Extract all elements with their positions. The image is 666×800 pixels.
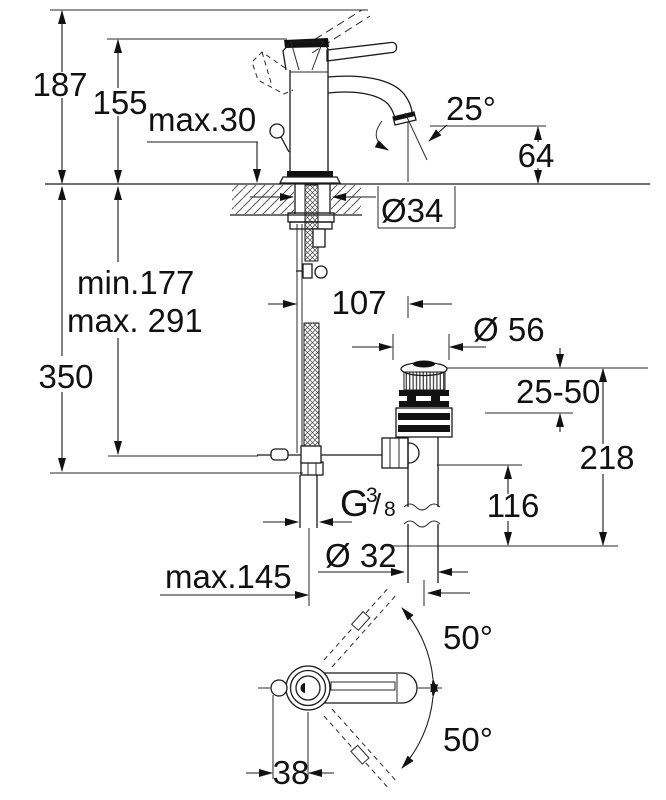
label-g-sub: 8 (384, 498, 396, 521)
dimension-dia56: Ø 56 (352, 311, 545, 351)
dimension-max145: max.145 (160, 558, 309, 599)
water-flow-arrow (374, 120, 389, 151)
dimension-25deg: 25° (428, 90, 496, 142)
dimension-50deg-upper: 50° (401, 589, 493, 693)
spout (327, 75, 417, 126)
lever-top-view (270, 585, 418, 791)
label-max30: max.30 (148, 101, 256, 138)
label-25deg: 25° (446, 90, 496, 127)
label-25-50: 25-50 (516, 373, 600, 410)
label-50deg-upper: 50° (443, 619, 493, 656)
label-107: 107 (331, 284, 386, 321)
label-dia32: Ø 32 (325, 537, 397, 574)
handle-hub (251, 38, 329, 95)
label-dia56: Ø 56 (473, 311, 545, 348)
label-min177: min.177 (77, 264, 194, 301)
dimension-155: 155 (92, 39, 148, 184)
dimension-187: 187 (32, 10, 88, 184)
label-116: 116 (487, 487, 540, 524)
dimension-25-50: 25-50 (516, 348, 600, 432)
faucet-side-view (251, 9, 428, 184)
label-max145: max.145 (165, 558, 292, 595)
popup-knob (269, 123, 290, 153)
label-g-sup: 3 (366, 484, 378, 507)
dimension-dia34: Ø34 (250, 186, 456, 229)
label-dia34: Ø34 (381, 192, 443, 229)
dimension-g38: G 3 / 8 (263, 483, 396, 526)
label-350: 350 (38, 358, 93, 395)
dimension-max30: max.30 (147, 101, 261, 183)
lever-raised-dashed (303, 9, 371, 54)
spray-angle-line (404, 112, 428, 161)
faucet-underside (257, 184, 385, 528)
faucet-body (278, 70, 342, 184)
dimension-dia32: Ø 32 (318, 537, 468, 576)
label-218: 218 (579, 439, 634, 476)
label-g: G (340, 483, 369, 524)
dimension-218: 218 (579, 368, 635, 546)
label-64: 64 (518, 137, 555, 174)
label-155: 155 (92, 84, 147, 121)
popup-waste-assembly (381, 360, 453, 583)
dimension-64: 64 (518, 126, 555, 184)
dimension-107: 107 (268, 284, 452, 321)
label-max291: max. 291 (67, 302, 203, 339)
label-g-slash: / (373, 489, 382, 521)
label-38: 38 (273, 754, 310, 791)
label-50deg-lower: 50° (443, 721, 493, 758)
countertop-section (232, 185, 361, 214)
dimension-38: 38 (246, 754, 334, 791)
dimension-116: 116 (487, 465, 540, 546)
reference-lines (45, 9, 650, 779)
label-187: 187 (32, 66, 87, 103)
dimension-50deg-lower: 50° (401, 683, 493, 769)
dimension-min177-max291: min.177 max. 291 (67, 186, 203, 455)
dimension-350: 350 (38, 186, 94, 472)
lever-side (326, 41, 398, 62)
